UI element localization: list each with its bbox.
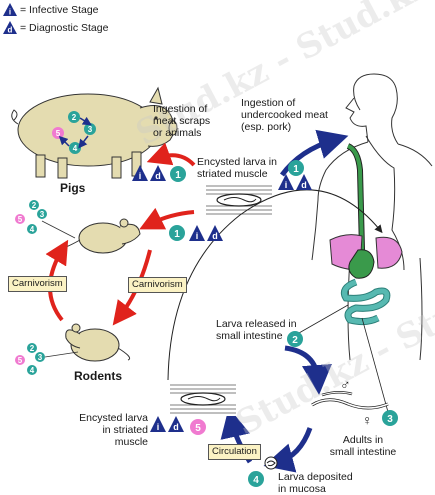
intestines <box>340 278 391 326</box>
legend-diagnostic-icon: d <box>3 21 17 35</box>
stage-badges-human: 1 i d <box>278 160 312 190</box>
badge-i: i <box>139 171 142 181</box>
badge-d: d <box>173 422 179 432</box>
pig-cycle-4: 4 <box>73 144 78 153</box>
rat2-cycle-2: 2 <box>30 344 35 353</box>
label-pigs: Pigs <box>60 181 86 195</box>
label-carnivorism-left: Carnivorism <box>8 276 67 292</box>
arrow-meat-to-rodent <box>139 207 195 230</box>
stomach <box>348 249 375 279</box>
label-larva-released: Larva released in small intestine <box>216 318 297 342</box>
stage-badges-rodent: 1 i d <box>169 225 223 241</box>
pig-internal-cycle <box>52 111 96 154</box>
step-1-pig: 1 <box>175 170 181 181</box>
label-carnivorism-right: Carnivorism <box>128 277 187 293</box>
step-2: 2 <box>292 335 298 346</box>
encysted-muscle-bottom <box>170 382 236 416</box>
rat1-cycle-5: 5 <box>18 215 23 224</box>
legend-d-text: d <box>8 26 13 35</box>
badge-i: i <box>157 422 160 432</box>
label-adults: Adults in small intestine <box>329 434 397 458</box>
badge-d: d <box>301 180 307 190</box>
badge-i: i <box>196 231 199 241</box>
stage-badges-bottom: i d 5 <box>150 416 206 435</box>
step-1-rodent: 1 <box>174 229 180 240</box>
legend-infective-label: = Infective Stage <box>20 4 99 16</box>
legend-infective-icon: i <box>3 3 17 17</box>
female-symbol: ♀ <box>362 412 373 428</box>
legend-diagnostic-label: = Diagnostic Stage <box>20 22 109 34</box>
arrow-ingestion-human <box>279 129 349 177</box>
arrow-big-arc <box>167 189 383 381</box>
step-5: 5 <box>195 423 201 434</box>
pig-cycle-3: 3 <box>88 125 93 134</box>
esophagus-fill <box>347 144 364 251</box>
step-3: 3 <box>387 414 393 425</box>
label-rodents: Rodents <box>74 369 122 383</box>
rodent-cycle-top <box>15 200 76 239</box>
arrow-to-adults <box>284 345 332 395</box>
pig-cycle-2: 2 <box>72 113 77 122</box>
badge-i: i <box>285 180 288 190</box>
label-encysted-bottom: Encysted larva in striated muscle <box>79 412 148 448</box>
male-symbol: ♂ <box>340 376 351 392</box>
legend-i-text: i <box>9 8 11 17</box>
spleen <box>375 236 403 269</box>
rodent-illustration-top <box>63 218 141 254</box>
adult-worms <box>311 391 389 410</box>
step-2-badge: 2 <box>287 331 303 347</box>
label-circulation: Circulation <box>208 444 261 460</box>
arrow-meat-to-pig <box>146 142 196 167</box>
encysted-muscle-top <box>206 183 272 217</box>
rat2-cycle-4: 4 <box>30 366 35 375</box>
pointer-larva-released <box>291 304 349 338</box>
label-encysted-top: Encysted larva in striated muscle <box>197 156 277 180</box>
larva-mucosa <box>264 456 278 470</box>
badge-d: d <box>212 231 218 241</box>
label-ingestion-meat: Ingestion of undercooked meat (esp. pork… <box>241 97 328 133</box>
pointer-adults <box>361 317 389 413</box>
rodent-cycle-bottom <box>15 343 79 375</box>
label-larva-deposited: Larva deposited in mucosa <box>278 471 353 495</box>
stage-badges-pig: i d 1 <box>132 165 186 182</box>
step-4-badge: 4 <box>248 471 264 487</box>
rat1-cycle-4: 4 <box>30 225 35 234</box>
pig-cycle-5: 5 <box>56 129 61 138</box>
rat1-cycle-3: 3 <box>40 210 45 219</box>
badge-d: d <box>155 171 161 181</box>
step-4: 4 <box>253 475 259 486</box>
arrow-to-mucosa <box>263 427 313 473</box>
step-3-badge: 3 <box>382 410 398 426</box>
rat2-cycle-5: 5 <box>18 356 23 365</box>
rodent-illustration-bottom <box>65 323 131 362</box>
rat2-cycle-3: 3 <box>38 353 43 362</box>
rat1-cycle-2: 2 <box>32 201 37 210</box>
step-1-human: 1 <box>293 164 299 175</box>
label-ingestion-scraps: Ingestion of meat scraps or animals <box>153 103 211 139</box>
